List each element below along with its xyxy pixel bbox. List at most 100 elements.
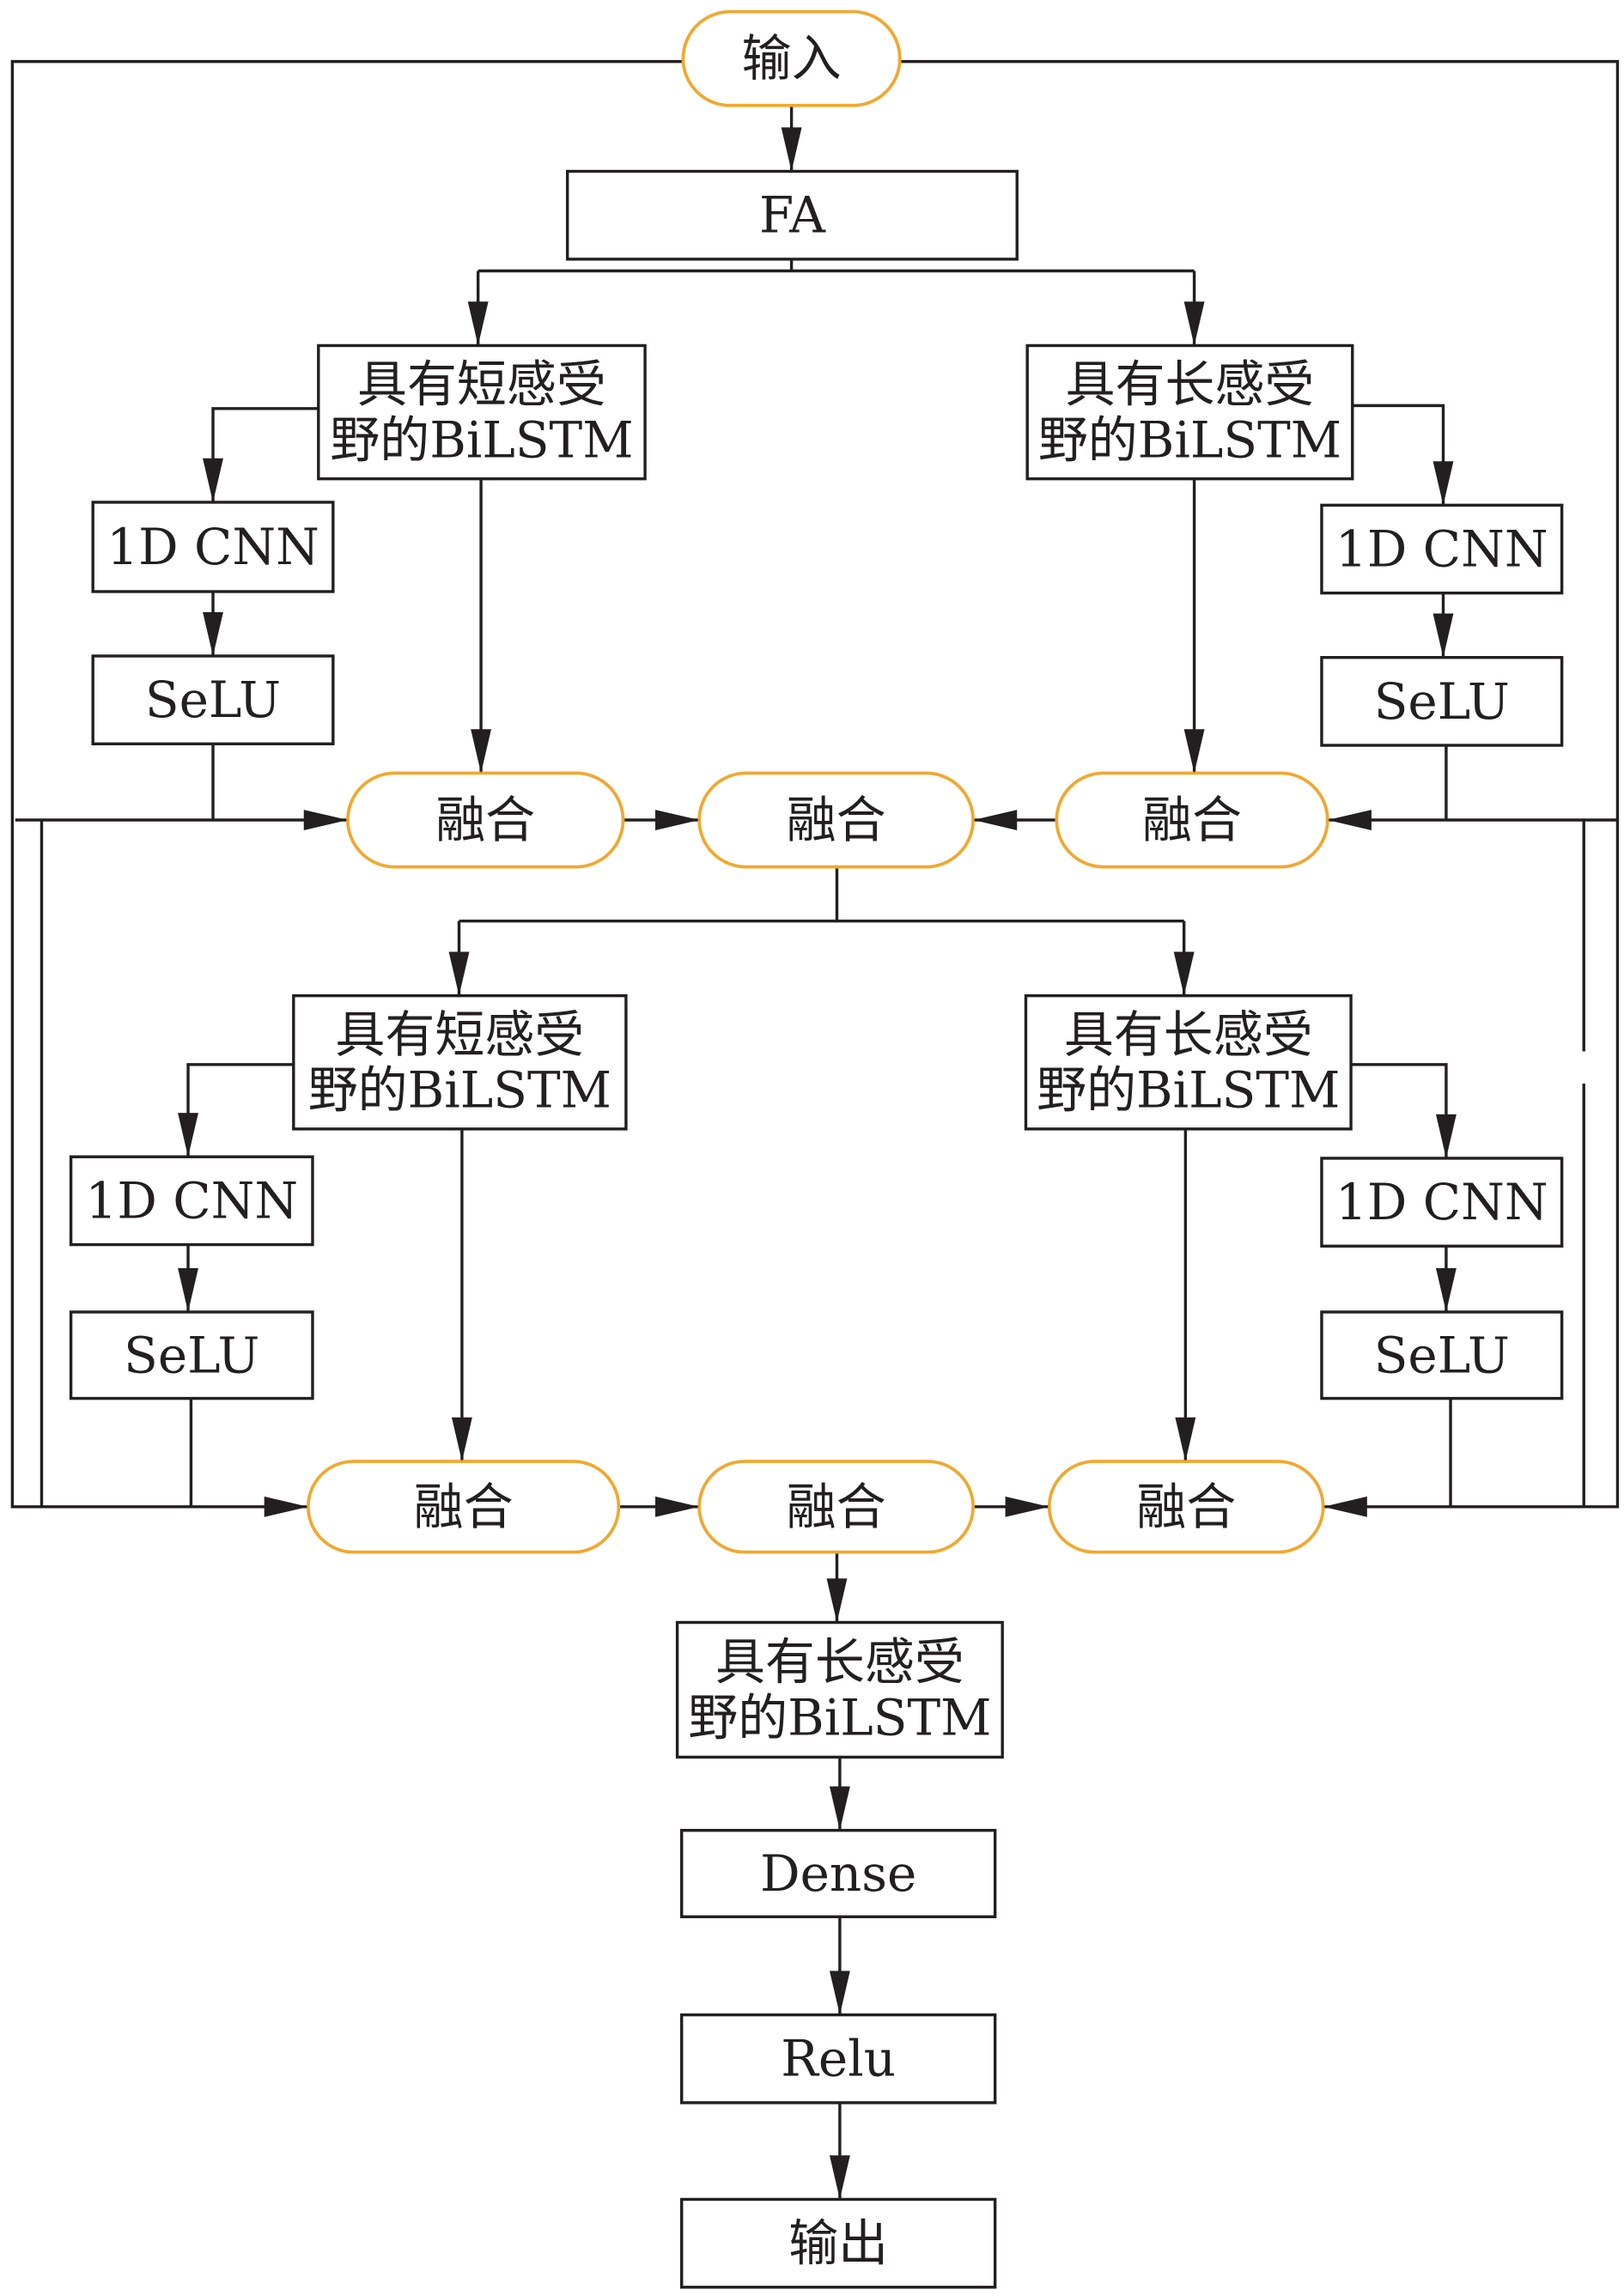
node-label-line: 具有长感受 <box>715 1633 964 1692</box>
arrow-down-icon <box>829 2155 850 2200</box>
cnn-left-1-node: 1D CNN <box>91 501 335 593</box>
input-node: 输入 <box>681 9 902 107</box>
arrow-down-icon <box>178 1267 198 1312</box>
arrow-down-icon <box>1432 461 1454 506</box>
terminal-shape <box>681 9 902 107</box>
connector-line <box>899 59 1620 1509</box>
node-label: 融合 <box>787 1478 886 1536</box>
node-label: 1D CNN <box>1335 520 1548 579</box>
node-label: Dense <box>760 1844 916 1903</box>
arrow-right-icon <box>1005 1496 1049 1517</box>
arrow-down-icon <box>471 729 492 774</box>
arrow-down-icon <box>448 951 470 996</box>
node-label-line: 野的BiLSTM <box>688 1688 991 1746</box>
cnn-right-2-node: 1D CNN <box>1320 1157 1564 1248</box>
arrow-down-icon <box>178 1113 198 1157</box>
fusion-2-left-node: 融合 <box>306 1460 621 1554</box>
process-box <box>69 1155 314 1247</box>
node-label: 1D CNN <box>85 1171 298 1230</box>
node-label-line: 野的BiLSTM <box>330 410 633 469</box>
process-box <box>1024 993 1353 1131</box>
connector-line <box>10 59 684 1509</box>
cnn-right-1-node: 1D CNN <box>1320 503 1564 595</box>
process-box <box>91 501 335 593</box>
selu-left-1-node: SeLU <box>91 654 335 746</box>
process-box <box>680 2197 997 2289</box>
fusion-1-left-node: 融合 <box>346 771 625 869</box>
arrow-right-icon <box>655 1496 700 1517</box>
fusion-1-right-node: 融合 <box>1055 771 1329 869</box>
connector-line <box>211 407 319 502</box>
node-label: SeLU <box>1374 1326 1510 1384</box>
arrow-down-icon <box>829 1971 850 2015</box>
arrow-down-icon <box>781 127 802 172</box>
node-label: 融合 <box>1142 791 1242 849</box>
arrow-right-icon <box>303 810 348 830</box>
relu-node: Relu <box>680 2013 997 2105</box>
node-label: 融合 <box>435 791 535 849</box>
node-label: 融合 <box>787 791 886 849</box>
arrow-left-icon <box>973 810 1018 830</box>
arrow-down-icon <box>451 1417 472 1461</box>
selu-left-2-node: SeLU <box>69 1310 314 1400</box>
node-label-line: 具有短感受 <box>357 355 606 414</box>
node-label: 融合 <box>414 1478 514 1536</box>
arrow-down-icon <box>1183 729 1205 774</box>
fusion-2-right-node: 融合 <box>1047 1460 1325 1554</box>
arrow-down-icon <box>203 458 223 502</box>
connector-line <box>1352 404 1445 506</box>
arrow-down-icon <box>1173 951 1195 996</box>
process-box <box>1320 1157 1564 1248</box>
output-node: 输出 <box>680 2197 997 2289</box>
arrow-down-icon <box>1435 1114 1457 1158</box>
selu-right-1-node: SeLU <box>1320 656 1564 747</box>
selu-right-2-node: SeLU <box>1320 1310 1564 1400</box>
node-label-line: 野的BiLSTM <box>1038 410 1341 469</box>
arrow-down-icon <box>1432 613 1454 658</box>
arrow-right-icon <box>655 810 700 830</box>
node-label: 1D CNN <box>1335 1173 1548 1231</box>
node-label: 输入 <box>742 29 842 88</box>
process-box <box>1025 343 1354 481</box>
node-label: FA <box>759 186 826 245</box>
node-label-line: 具有长感受 <box>1064 1005 1313 1064</box>
node-label: 融合 <box>1136 1478 1236 1536</box>
process-box <box>91 654 335 746</box>
arrow-down-icon <box>1175 1417 1196 1461</box>
node-label: SeLU <box>145 671 281 729</box>
connector-line <box>1351 1063 1448 1158</box>
node-label-line: 具有短感受 <box>335 1005 584 1064</box>
connector-line <box>186 1063 294 1157</box>
arrow-left-icon <box>1327 810 1372 830</box>
arrow-right-icon <box>264 1496 308 1517</box>
node-label: 输出 <box>788 2214 888 2273</box>
node-label: SeLU <box>124 1326 259 1384</box>
node-label: SeLU <box>1374 672 1510 731</box>
process-box <box>675 1620 1004 1759</box>
arrow-down-icon <box>1183 301 1205 346</box>
fa-node: FA <box>565 169 1019 261</box>
arrow-down-icon <box>1435 1267 1457 1312</box>
arrow-down-icon <box>467 301 489 346</box>
process-box <box>317 343 647 481</box>
dense-node: Dense <box>680 1828 997 1919</box>
fusion-1-mid-node: 融合 <box>697 771 975 869</box>
cnn-left-2-node: 1D CNN <box>69 1155 314 1247</box>
arrow-down-icon <box>829 1786 850 1831</box>
node-label: Relu <box>781 2030 896 2088</box>
process-box <box>565 169 1019 261</box>
process-box <box>1320 503 1564 595</box>
node-label-line: 具有长感受 <box>1066 355 1315 414</box>
node-label-line: 野的BiLSTM <box>1037 1061 1340 1120</box>
fusion-2-mid-node: 融合 <box>697 1460 975 1554</box>
process-box <box>1320 1310 1564 1400</box>
arrow-down-icon <box>203 611 223 656</box>
process-box <box>69 1310 314 1400</box>
node-label-line: 野的BiLSTM <box>308 1061 611 1120</box>
